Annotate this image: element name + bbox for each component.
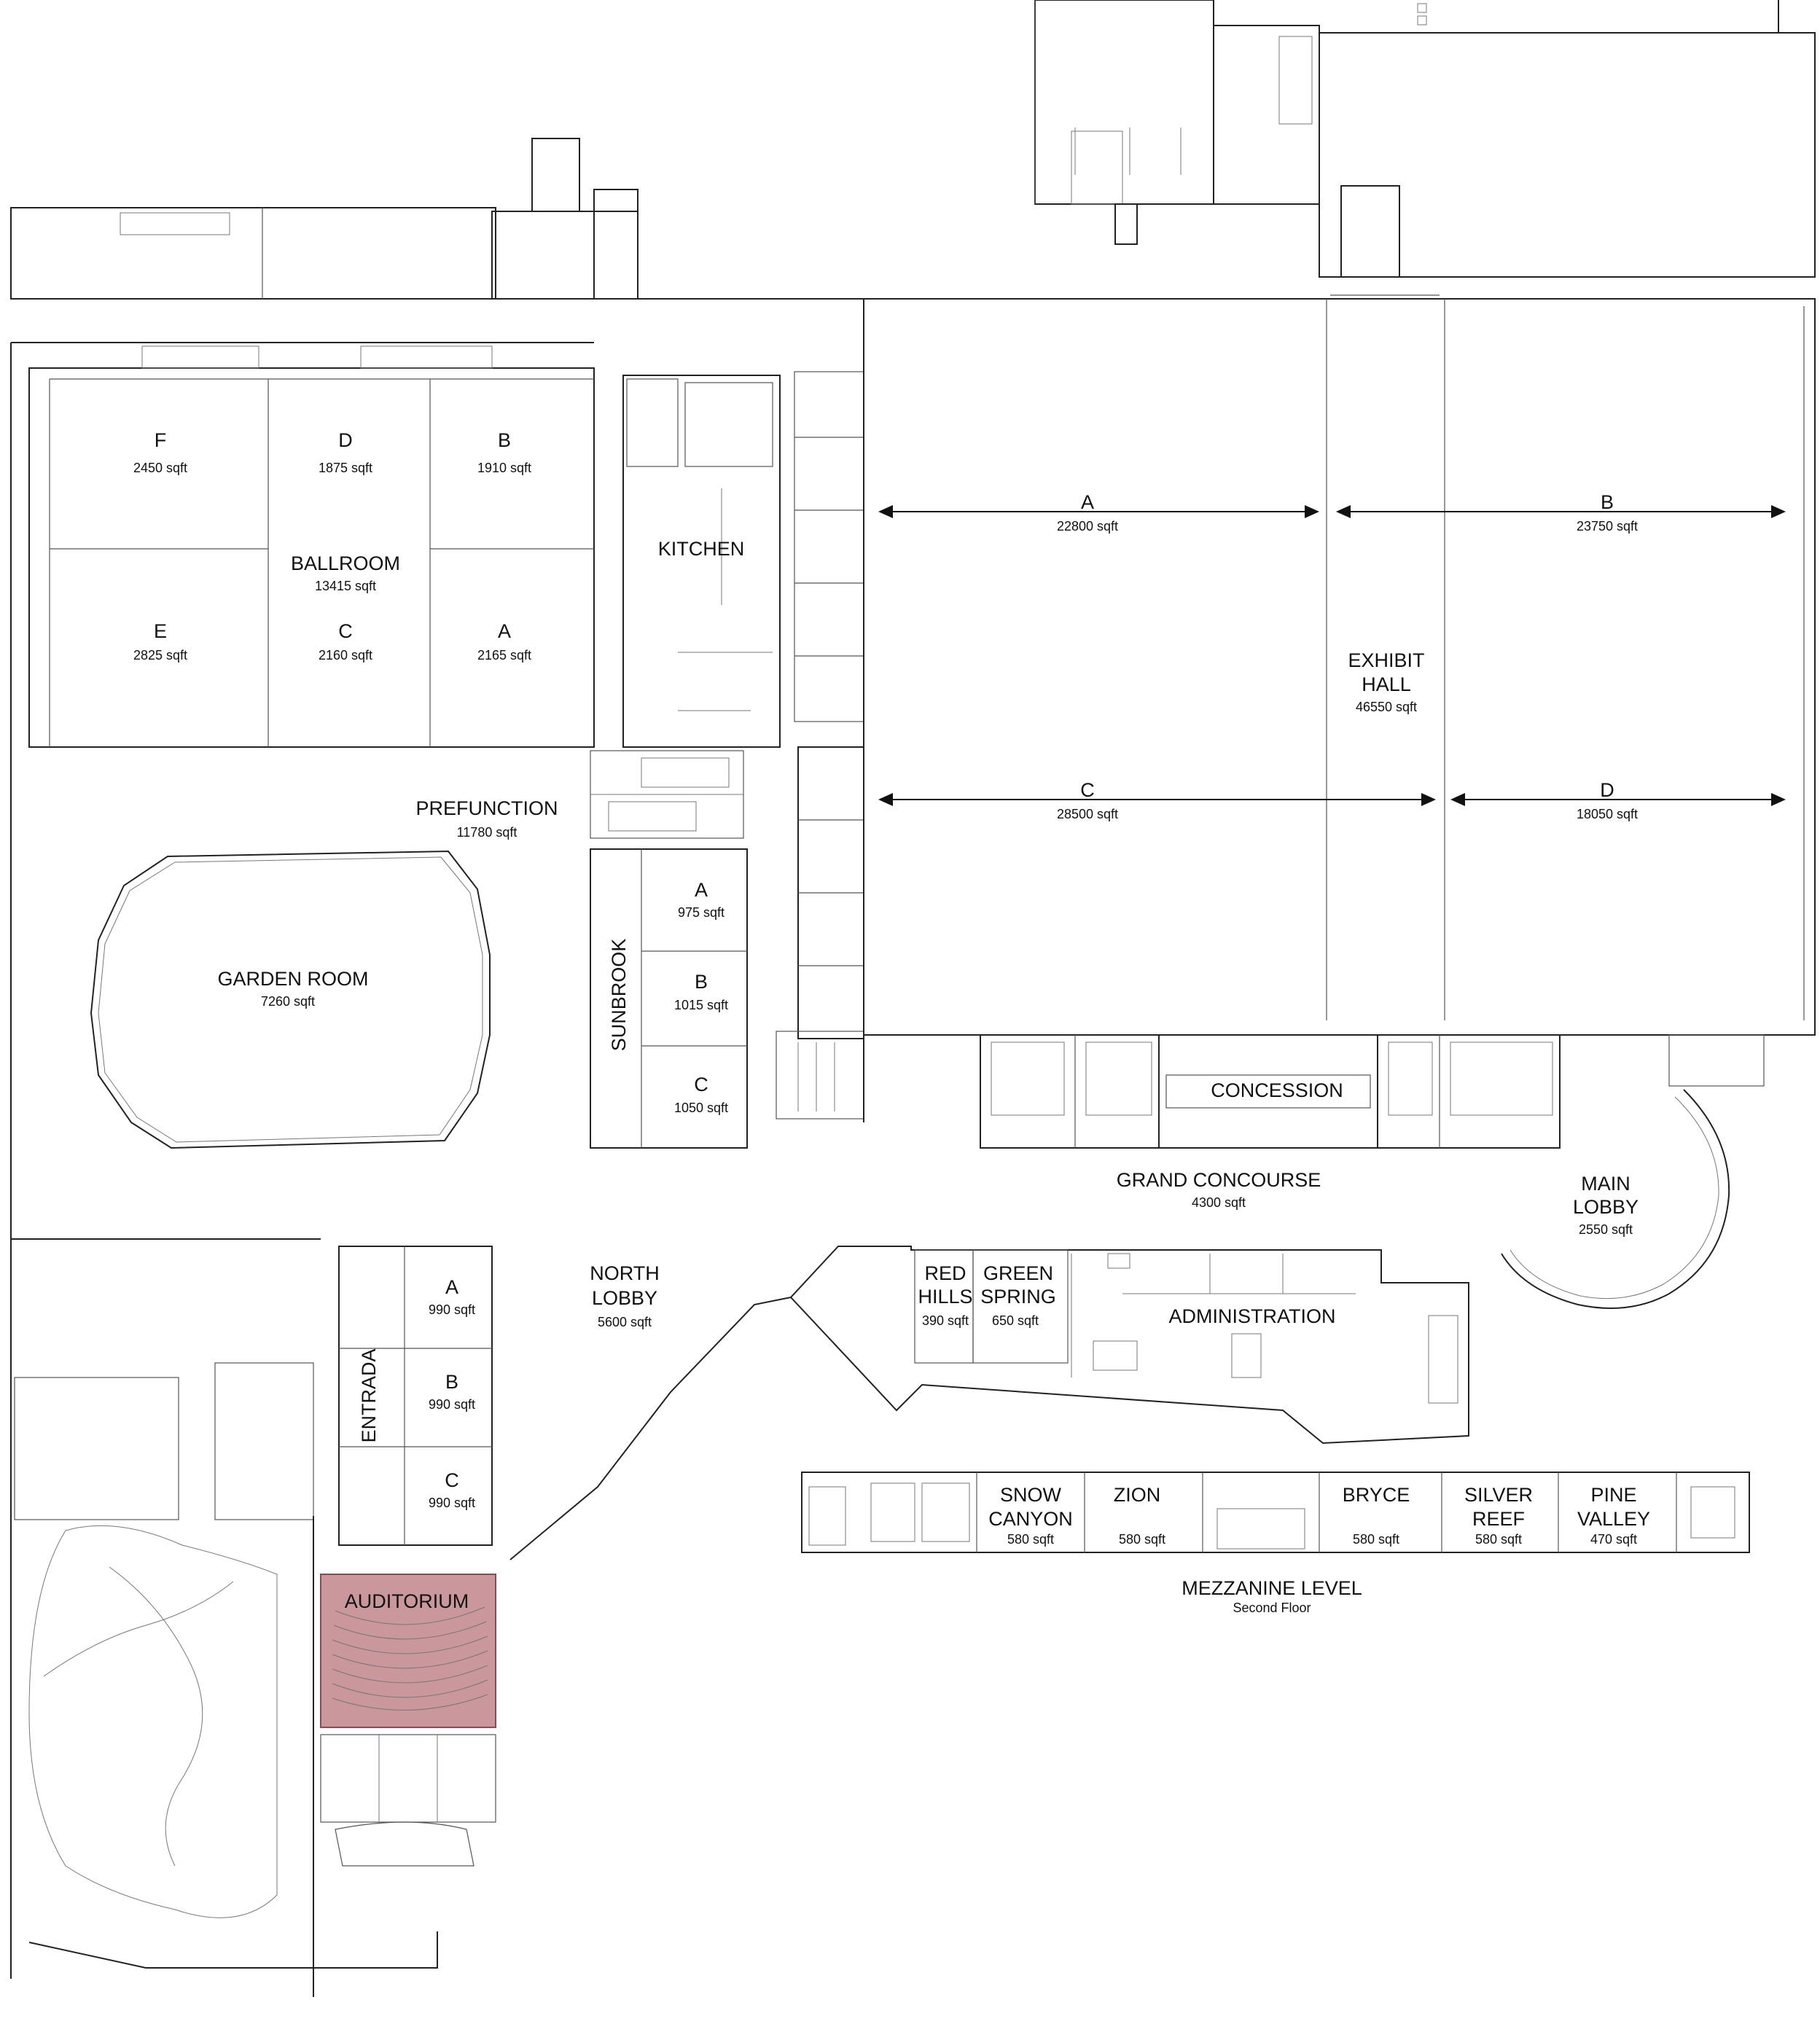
entrada-b-area: 990 sqft <box>429 1397 475 1412</box>
silver-reef-name-1: SILVER <box>1464 1484 1533 1506</box>
exhibit-a-name: A <box>1081 491 1094 513</box>
sunbrook-b-name: B <box>695 971 708 993</box>
exhibit-hall-block <box>863 294 1816 1036</box>
green-spring-name-1: GREEN <box>983 1262 1053 1284</box>
ballroom-b-area: 1910 sqft <box>477 461 531 475</box>
zion-area: 580 sqft <box>1119 1532 1165 1547</box>
restroom-block-west <box>590 750 744 839</box>
north-lobby-name-1: NORTH <box>590 1262 660 1284</box>
concourse-restrooms <box>980 1034 1765 1149</box>
ballroom-d-area: 1875 sqft <box>319 461 372 475</box>
silver-reef-name-2: REEF <box>1472 1508 1525 1530</box>
exhibit-labels: A 22800 sqft B 23750 sqft EXHIBIT HALL 4… <box>1057 491 1638 821</box>
concession-name: CONCESSION <box>1211 1079 1343 1101</box>
entrada-name: ENTRADA <box>358 1348 380 1442</box>
auditorium-name: AUDITORIUM <box>345 1590 469 1612</box>
bryce-name: BRYCE <box>1343 1484 1410 1506</box>
entrada-c-area: 990 sqft <box>429 1496 475 1510</box>
main-lobby-name-1: MAIN <box>1581 1173 1630 1195</box>
pine-valley-name-1: PINE <box>1590 1484 1636 1506</box>
auditorium-room <box>320 1574 496 1728</box>
ballroom-block <box>10 342 595 1239</box>
kitchen-block <box>622 299 864 1122</box>
ballroom-area: 13415 sqft <box>315 579 376 593</box>
pine-valley-name-2: VALLEY <box>1577 1508 1650 1530</box>
administration-wing <box>789 1246 1469 1445</box>
administration-name: ADMINISTRATION <box>1169 1305 1336 1327</box>
green-spring-name-2: SPRING <box>980 1286 1056 1308</box>
pine-valley-area: 470 sqft <box>1590 1532 1637 1547</box>
north-lobby-area: 5600 sqft <box>598 1315 652 1329</box>
ballroom-a-area: 2165 sqft <box>477 648 531 663</box>
entrada-a-name: A <box>445 1276 458 1298</box>
exhibit-hall-area: 46550 sqft <box>1356 700 1417 714</box>
bryce-area: 580 sqft <box>1353 1532 1399 1547</box>
ballroom-c-area: 2160 sqft <box>319 648 372 663</box>
ballroom-e-area: 2825 sqft <box>133 648 187 663</box>
ballroom-a-name: A <box>498 620 511 642</box>
prefunction-name: PREFUNCTION <box>416 797 558 819</box>
ballroom-e-name: E <box>154 620 167 642</box>
ballroom-f-name: F <box>155 429 167 451</box>
main-lobby-area: 2550 sqft <box>1579 1222 1633 1237</box>
zion-name: ZION <box>1114 1484 1161 1506</box>
green-spring-area: 650 sqft <box>992 1313 1039 1328</box>
mezzanine-block <box>801 1472 1750 1553</box>
exhibit-arrows <box>878 505 1786 806</box>
exhibit-a-area: 22800 sqft <box>1057 519 1118 534</box>
grand-concourse-name: GRAND CONCOURSE <box>1117 1169 1321 1191</box>
entrada-c-name: C <box>445 1469 459 1491</box>
exhibit-d-area: 18050 sqft <box>1577 807 1638 821</box>
exhibit-b-area: 23750 sqft <box>1577 519 1638 534</box>
ballroom-labels: F 2450 sqft D 1875 sqft B 1910 sqft BALL… <box>133 429 531 663</box>
garden-room-outline <box>90 850 491 1149</box>
exhibit-hall-name-1: EXHIBIT <box>1348 649 1424 671</box>
grand-concourse-area: 4300 sqft <box>1192 1195 1246 1210</box>
sunbrook-c-area: 1050 sqft <box>674 1101 728 1115</box>
ballroom-d-name: D <box>338 429 353 451</box>
main-lobby-name-2: LOBBY <box>1573 1196 1639 1218</box>
sunbrook-block <box>590 848 748 1149</box>
ballroom-f-area: 2450 sqft <box>133 461 187 475</box>
service-wing <box>10 0 1816 300</box>
auditorium-seating <box>332 1606 488 1711</box>
exhibit-c-area: 28500 sqft <box>1057 807 1118 821</box>
north-lobby-name-2: LOBBY <box>592 1287 657 1309</box>
prefunction-area: 11780 sqft <box>457 825 518 840</box>
snow-canyon-name-2: CANYON <box>988 1508 1073 1530</box>
exhibit-d-name: D <box>1600 779 1614 801</box>
red-hills-name-1: RED <box>924 1262 966 1284</box>
exhibit-hall-name-2: HALL <box>1362 673 1411 695</box>
silver-reef-area: 580 sqft <box>1475 1532 1522 1547</box>
kitchen-name: KITCHEN <box>658 538 745 560</box>
red-hills-name-2: HILLS <box>918 1286 972 1308</box>
ballroom-c-name: C <box>338 620 353 642</box>
red-hills-area: 390 sqft <box>922 1313 969 1328</box>
entrada-block <box>11 1238 493 1546</box>
garden-room-name: GARDEN ROOM <box>217 968 368 990</box>
ballroom-name: BALLROOM <box>291 552 400 574</box>
exhibit-b-name: B <box>1601 491 1614 513</box>
garden-room-area: 7260 sqft <box>261 994 315 1009</box>
auditorium-support-rooms <box>320 1734 496 1867</box>
main-lobby-outline <box>1501 1089 1730 1309</box>
mezzanine-title: MEZZANINE LEVEL <box>1182 1577 1362 1599</box>
entrada-b-name: B <box>445 1371 458 1393</box>
southwest-block <box>10 1239 438 1997</box>
sunbrook-a-area: 975 sqft <box>678 905 725 920</box>
entrada-a-area: 990 sqft <box>429 1302 475 1317</box>
sunbrook-a-name: A <box>695 879 708 901</box>
snow-canyon-area: 580 sqft <box>1007 1532 1054 1547</box>
north-lobby-curtain-wall <box>509 1297 792 1560</box>
ballroom-b-name: B <box>498 429 511 451</box>
mezzanine-subtitle: Second Floor <box>1233 1601 1311 1615</box>
snow-canyon-name-1: SNOW <box>1000 1484 1062 1506</box>
sunbrook-name: SUNBROOK <box>608 939 630 1052</box>
sunbrook-b-area: 1015 sqft <box>674 998 728 1012</box>
sunbrook-c-name: C <box>694 1074 708 1095</box>
exhibit-c-name: C <box>1080 779 1095 801</box>
